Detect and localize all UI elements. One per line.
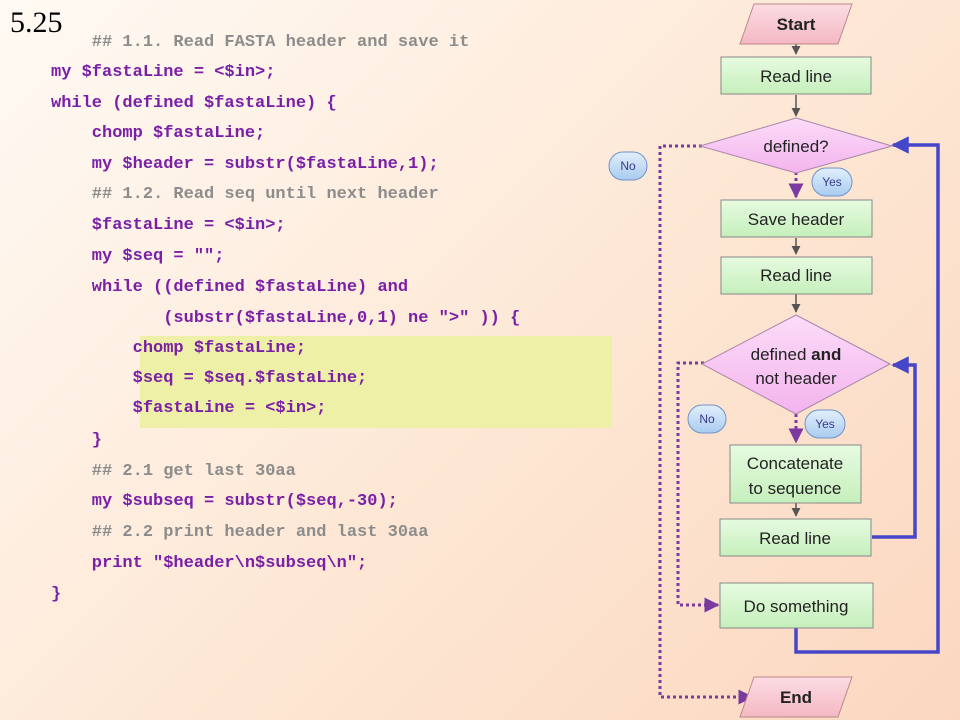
- code-highlight-box: [140, 336, 612, 428]
- no-badge-1: No: [608, 151, 648, 181]
- concat-line2: to sequence: [749, 479, 842, 498]
- code-line: my $subseq = substr($seq,-30);: [51, 492, 398, 511]
- read-line-label: Read line: [759, 529, 831, 548]
- code-line: my $seq = "";: [51, 247, 225, 266]
- do-something-label: Do something: [744, 597, 849, 616]
- code-line: ## 2.1 get last 30aa: [51, 462, 296, 481]
- code-line: $seq = $seq.$fastaLine;: [51, 369, 368, 388]
- yes-badge-1: Yes: [811, 167, 853, 197]
- end-terminal: End: [739, 676, 853, 718]
- code-line: (substr($fastaLine,0,1) ne ">" )) {: [51, 309, 521, 328]
- decision2-and: and: [811, 345, 841, 364]
- code-line: my $header = substr($fastaLine,1);: [51, 155, 439, 174]
- read-line-box-1: Read line: [720, 56, 872, 95]
- code-line: ## 1.2. Read seq until next header: [51, 185, 439, 204]
- defined-decision: defined?: [698, 117, 894, 174]
- loop-outer-arrow: [794, 136, 940, 654]
- code-line: $fastaLine = <$in>;: [51, 399, 327, 418]
- code-line: }: [51, 431, 103, 450]
- branch-arrows: [658, 144, 804, 705]
- code-line: my $fastaLine = <$in>;: [51, 63, 276, 82]
- code-line: print "$header\n$subseq\n";: [51, 554, 368, 573]
- read-line-box-3: Read line: [719, 518, 872, 557]
- defined-and-not-header-decision: defined and not header: [700, 314, 892, 415]
- concatenate-box: Concatenate to sequence: [729, 444, 862, 504]
- no-branch-inner-arrow: [676, 361, 720, 613]
- code-line: $fastaLine = <$in>;: [51, 216, 286, 235]
- defined-label: defined?: [763, 137, 828, 156]
- loop-inner-arrow: [872, 356, 917, 539]
- decision2-line2: not header: [755, 369, 837, 388]
- start-terminal: Start: [739, 3, 853, 45]
- save-header-box: Save header: [720, 199, 873, 238]
- yes-label: Yes: [822, 175, 842, 189]
- no-label: No: [699, 412, 715, 426]
- code-line: ## 1.1. Read FASTA header and save it: [51, 33, 470, 52]
- slide-number: 5.25: [10, 6, 63, 39]
- decision2-line1: defined and: [751, 345, 842, 364]
- save-header-label: Save header: [748, 210, 845, 229]
- code-line: chomp $fastaLine;: [51, 124, 266, 143]
- code-line: while (defined $fastaLine) {: [51, 94, 337, 113]
- read-line-label: Read line: [760, 266, 832, 285]
- start-label: Start: [777, 15, 816, 34]
- no-label: No: [620, 159, 636, 173]
- yes-label: Yes: [815, 417, 835, 431]
- loop-arrows: [794, 136, 940, 654]
- code-line: while ((defined $fastaLine) and: [51, 278, 409, 297]
- no-badge-2: No: [687, 404, 727, 434]
- read-line-box-2: Read line: [720, 256, 873, 295]
- code-line: }: [51, 585, 62, 604]
- code-line: ## 2.2 print header and last 30aa: [51, 523, 429, 542]
- read-line-label: Read line: [760, 67, 832, 86]
- decision2-text: defined: [751, 345, 812, 364]
- code-line: chomp $fastaLine;: [51, 339, 307, 358]
- concat-line1: Concatenate: [747, 454, 843, 473]
- no-branch-outer-arrow: [658, 144, 754, 705]
- yes-badge-2: Yes: [804, 409, 846, 439]
- do-something-box: Do something: [719, 582, 874, 629]
- end-label: End: [780, 688, 812, 707]
